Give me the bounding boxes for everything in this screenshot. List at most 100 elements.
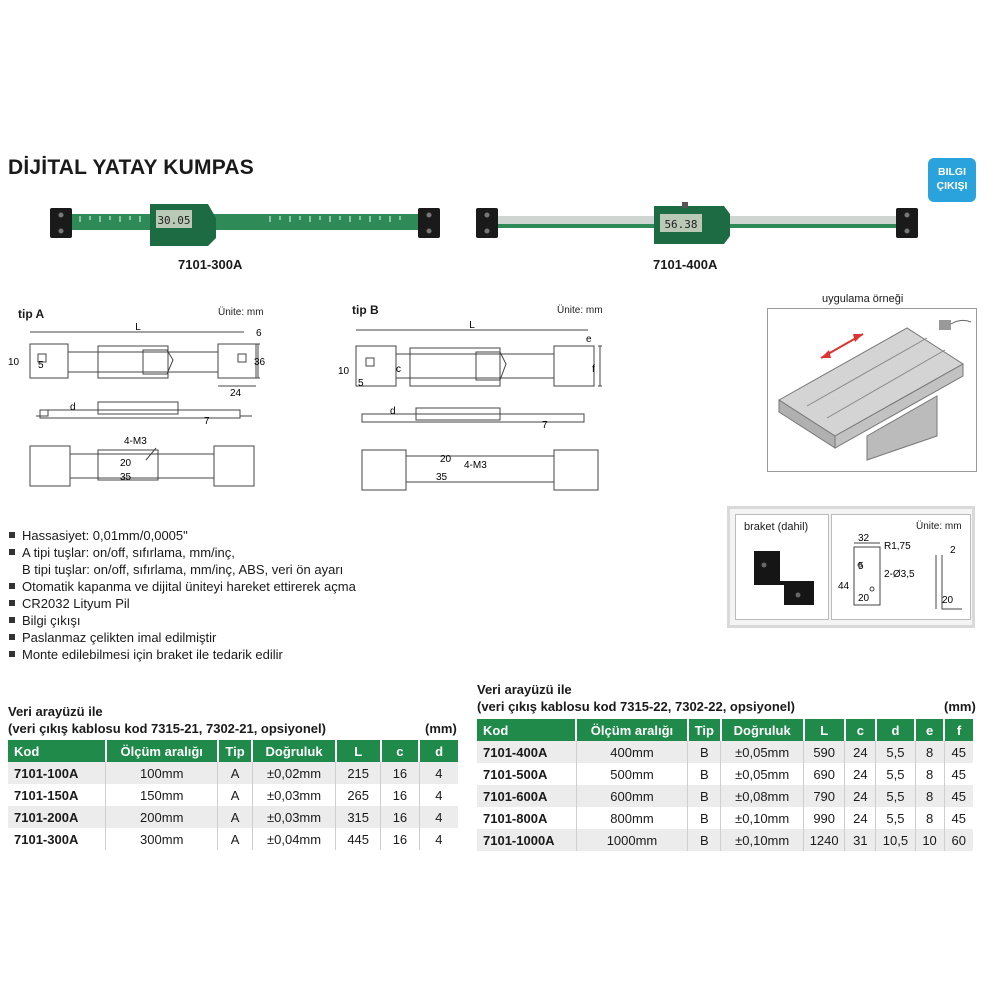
table-cell: A — [217, 828, 253, 850]
table-cell: A — [217, 784, 253, 806]
table-cell: 7101-600A — [477, 785, 577, 807]
product-image-300a: 30.05 — [50, 204, 440, 246]
feature-item: B tipi tuşlar: on/off, sıfırlama, mm/inç… — [22, 562, 344, 577]
tip-b-dim-f: f — [592, 364, 595, 375]
table-cell: 4 — [419, 784, 458, 806]
table-cell: 7101-1000A — [477, 829, 577, 851]
table-cell: 1240 — [803, 829, 846, 851]
table-cell: 4 — [419, 762, 458, 784]
tip-a-dim-20: 20 — [120, 458, 132, 469]
col-header: Ölçüm aralığı — [105, 740, 219, 762]
table-cell: B — [687, 807, 722, 829]
col-header: c — [380, 740, 421, 762]
table-cell: 7101-200A — [8, 806, 107, 828]
table-cell: ±0,03mm — [252, 784, 337, 806]
feature-item: Hassasiyet: 0,01mm/0,0005" — [8, 527, 356, 544]
tip-a-dim-24: 24 — [230, 388, 242, 399]
tip-a-dim-36: 36 — [254, 357, 266, 368]
table-cell: 8 — [915, 741, 945, 763]
data-output-badge: BILGI ÇIKIŞI — [928, 158, 976, 202]
table-cell: 8 — [915, 807, 945, 829]
table-cell: 150mm — [105, 784, 219, 806]
table-cell: ±0,04mm — [252, 828, 337, 850]
table-cell: 16 — [380, 828, 420, 850]
table-cell: 5,5 — [875, 763, 916, 785]
bracket-icon — [754, 551, 814, 605]
model-label-300a: 7101-300A — [178, 257, 243, 272]
table-cell: 7101-400A — [477, 741, 577, 763]
col-header: d — [419, 740, 458, 762]
bracket-drawing: 32 R1,75 5 44 2-Ø3,5 20 2 20 — [838, 533, 962, 610]
table-cell: 24 — [844, 763, 877, 785]
table-row: 7101-200A 200mm A ±0,03mm 315 16 4 — [8, 806, 458, 828]
table-row: 7101-600A 600mm B ±0,08mm 790 24 5,5 8 4… — [477, 785, 973, 807]
table-cell: 5,5 — [875, 807, 916, 829]
badge-line2: ÇIKIŞI — [936, 180, 968, 192]
table-header-row: Kod Ölçüm aralığı Tip Doğruluk L c d e f — [477, 719, 973, 741]
left-spec-table: Kod Ölçüm aralığı Tip Doğruluk L c d 710… — [8, 740, 458, 850]
tip-b-dim-L: L — [469, 320, 475, 331]
col-header: Doğruluk — [720, 719, 805, 741]
tip-b-label: tip B — [352, 303, 379, 317]
bracket-panel: braket (dahil) Ünite: mm 32 R1,75 5 44 2… — [727, 506, 975, 628]
table-cell: 45 — [944, 785, 973, 807]
table-cell: 215 — [335, 762, 382, 784]
col-header: Tip — [687, 719, 722, 741]
table-cell: 300mm — [105, 828, 219, 850]
table-cell: 8 — [915, 785, 945, 807]
feature-item: Otomatik kapanma ve dijital üniteyi hare… — [8, 578, 356, 595]
table-cell: 16 — [380, 806, 420, 828]
table-cell: 60 — [944, 829, 973, 851]
tip-a-dim-35: 35 — [120, 472, 132, 483]
table-row: 7101-300A 300mm A ±0,04mm 445 16 4 — [8, 828, 458, 850]
table-cell: 500mm — [576, 763, 689, 785]
col-header: L — [803, 719, 846, 741]
col-header: c — [844, 719, 877, 741]
tip-b-dim-d: d — [390, 406, 396, 417]
table-cell: 600mm — [576, 785, 689, 807]
right-table-heading-1: Veri arayüzü ile — [477, 682, 572, 697]
table-cell: ±0,03mm — [252, 806, 337, 828]
table-cell: 4 — [419, 806, 458, 828]
table-cell: 45 — [944, 741, 973, 763]
tip-b-dim-m3: 4-M3 — [464, 460, 487, 471]
feature-item: Bilgi çıkışı — [8, 612, 356, 629]
col-header: Doğruluk — [252, 740, 337, 762]
tip-a-dim-m3: 4-M3 — [124, 436, 147, 447]
tip-b-dim-5: 5 — [358, 378, 364, 389]
feature-item: CR2032 Lityum Pil — [8, 595, 356, 612]
table-cell: 200mm — [105, 806, 219, 828]
col-header: f — [944, 719, 973, 741]
table-cell: 5,5 — [875, 741, 916, 763]
table-cell: 7101-150A — [8, 784, 107, 806]
product-image-400a: 56.38 — [476, 202, 918, 244]
table-cell: 45 — [944, 763, 973, 785]
tip-b-dim-e: e — [586, 334, 592, 345]
table-cell: ±0,10mm — [720, 807, 804, 829]
table-cell: 265 — [335, 784, 382, 806]
table-cell: 31 — [844, 829, 877, 851]
tip-a-drawing: L 6 36 10 5 24 d 7 4-M3 20 35 — [8, 322, 266, 487]
bracket-dim-44: 44 — [838, 581, 850, 592]
table-cell: 24 — [844, 807, 877, 829]
display-300a: 30.05 — [157, 214, 190, 227]
feature-item: Paslanmaz çelikten imal edilmiştir — [8, 629, 356, 646]
right-table-heading: Veri arayüzü ile (veri çıkış kablosu kod… — [477, 681, 795, 715]
table-cell: 590 — [803, 741, 846, 763]
table-cell: 45 — [944, 807, 973, 829]
col-header: e — [915, 719, 946, 741]
application-image — [767, 308, 977, 472]
left-table-heading-2: (veri çıkış kablosu kod 7315-21, 7302-21… — [8, 721, 326, 736]
table-cell: 16 — [380, 784, 420, 806]
tip-b-dim-c: c — [396, 364, 401, 375]
feature-item: A tipi tuşlar: on/off, sıfırlama, mm/inç… — [8, 544, 356, 561]
tip-b-dim-20: 20 — [440, 454, 452, 465]
col-header: L — [335, 740, 382, 762]
table-row: 7101-500A 500mm B ±0,05mm 690 24 5,5 8 4… — [477, 763, 973, 785]
application-label: uygulama örneği — [822, 293, 904, 305]
display-400a: 56.38 — [664, 218, 697, 231]
bracket-unit: Ünite: mm — [916, 521, 962, 532]
table-cell: 10,5 — [875, 829, 916, 851]
col-header: Kod — [8, 740, 107, 762]
table-cell: 8 — [915, 763, 945, 785]
